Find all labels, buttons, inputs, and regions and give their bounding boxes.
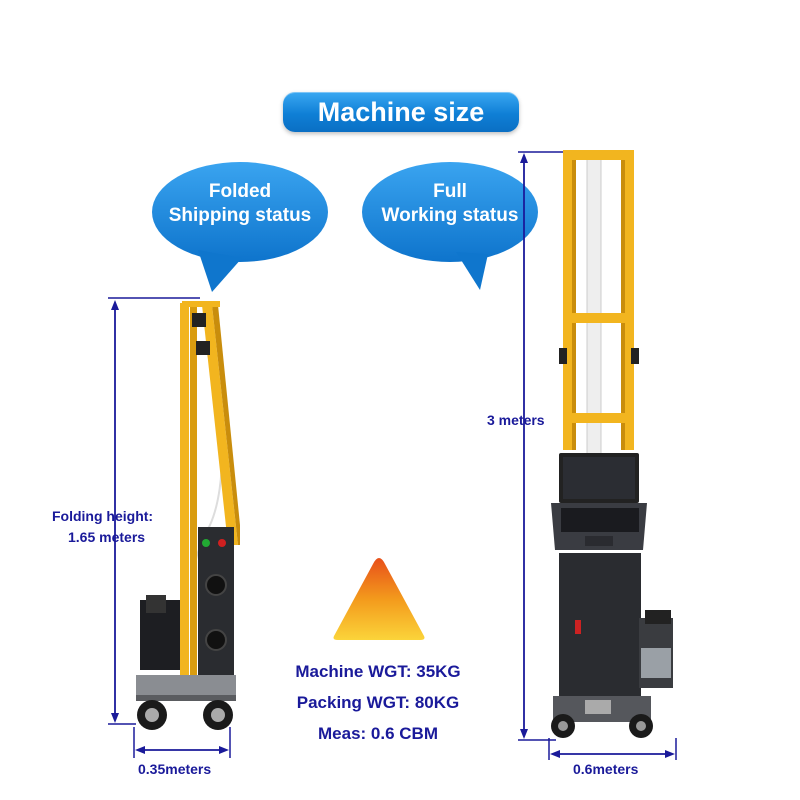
full-height-label: 3 meters xyxy=(487,412,545,428)
bubble-left-line1: Folded xyxy=(208,181,272,202)
packing-weight: Packing WGT: 80KG xyxy=(296,693,460,712)
machine-weight: Machine WGT: 35KG xyxy=(295,662,461,681)
measurement: Meas: 0.6 CBM xyxy=(318,724,438,743)
page-title: Machine size xyxy=(283,92,519,132)
folding-height-label: Folding height: 1.65 meters xyxy=(52,506,153,548)
full-width-label: 0.6meters xyxy=(573,761,639,777)
folded-machine-image xyxy=(136,301,240,730)
bubble-right-line1: Full xyxy=(433,181,467,202)
folding-height-line2: 1.65 meters xyxy=(68,529,146,545)
bubble-left-line2: Shipping status xyxy=(168,205,312,226)
folding-height-line1: Folding height: xyxy=(52,508,154,524)
folded-width-label: 0.35meters xyxy=(138,761,212,777)
full-machine-image xyxy=(551,150,673,738)
bubble-shape-left xyxy=(152,162,328,292)
bubble-shape-right xyxy=(362,162,538,290)
bubble-right-line2: Working status xyxy=(381,205,519,226)
triangle-icon xyxy=(333,558,425,640)
bubble-right: Full Working status xyxy=(360,180,540,228)
bubble-left: Folded Shipping status xyxy=(150,180,330,228)
